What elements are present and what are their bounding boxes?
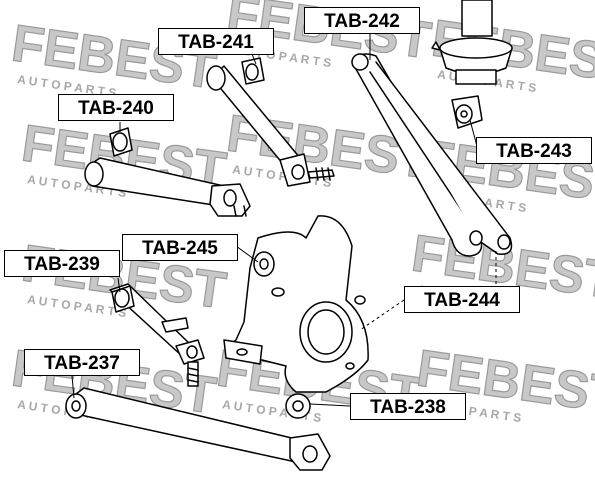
- watermark-11: FEBEST A U T O P A R T S: [413, 339, 595, 426]
- link-tab-240: [84, 127, 251, 217]
- steering-knuckle: [223, 215, 369, 419]
- label-tab-242: TAB-242: [304, 7, 420, 34]
- label-tab-243: TAB-243: [476, 137, 592, 164]
- label-tab-237: TAB-237: [24, 349, 140, 376]
- link-tab-237: [65, 387, 331, 471]
- label-tab-241: TAB-241: [158, 28, 274, 55]
- bushing-tab-243: [451, 95, 483, 129]
- label-tab-240: TAB-240: [58, 94, 174, 121]
- link-tab-239: [109, 283, 205, 387]
- label-tab-239: TAB-239: [4, 250, 120, 277]
- leader-tab-237: [71, 375, 75, 399]
- leader-tab-239: [117, 277, 121, 293]
- leader-tab-238: [309, 403, 351, 407]
- label-tab-245: TAB-245: [122, 234, 238, 261]
- leader-tab-241: [251, 53, 257, 65]
- long-arm-tab-242: [351, 53, 513, 257]
- upper-link-tab-241: [206, 57, 335, 187]
- leader-tab-245: [235, 245, 259, 263]
- leader-tab-244-b: [359, 299, 405, 331]
- shock-absorber: [431, 0, 513, 85]
- label-tab-244: TAB-244: [404, 286, 520, 313]
- label-tab-238: TAB-238: [350, 393, 466, 420]
